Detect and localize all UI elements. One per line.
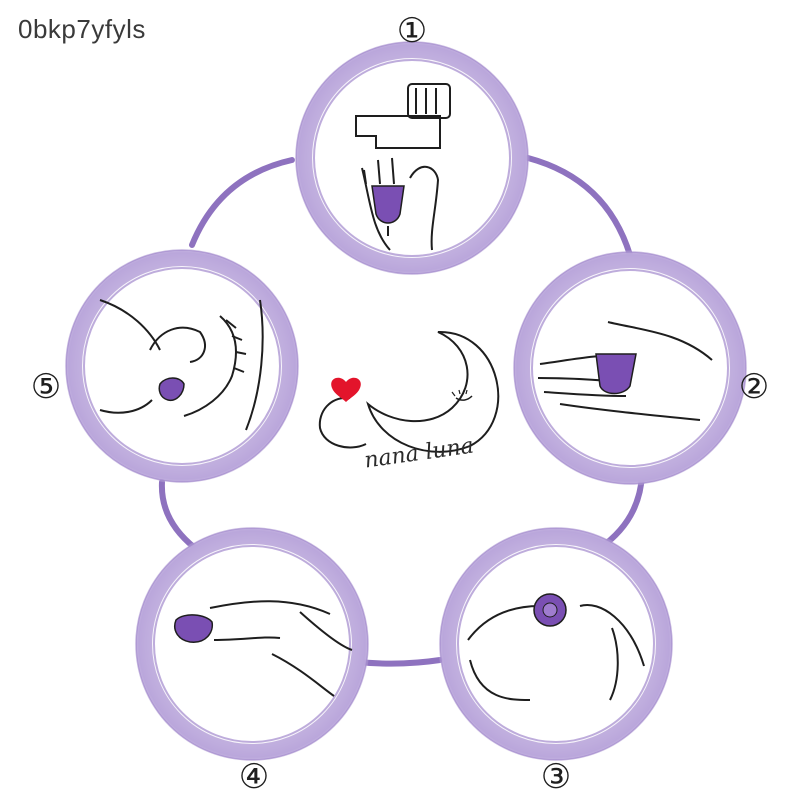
faucet-wash-cup-icon [355, 83, 451, 251]
step-5-circle [64, 248, 300, 484]
connector-1-2 [525, 155, 635, 265]
step-number-3: ③ [541, 757, 571, 797]
insertion-anatomy-icon [99, 299, 264, 431]
step-2-circle [512, 250, 748, 486]
cup-in-palm-icon [537, 321, 713, 421]
connector-5-1 [189, 157, 295, 248]
step-3-circle [438, 526, 674, 762]
folded-cup-fingers-icon [209, 600, 353, 697]
heart-icon [331, 377, 361, 402]
watermark-text: 0bkp7yfyls [18, 14, 146, 44]
cup-1 [371, 185, 405, 224]
step-number-4: ④ [239, 757, 269, 797]
connector-4-5 [158, 479, 198, 551]
moon-heart-logo [318, 330, 500, 453]
step-number-1: ① [397, 11, 427, 51]
cup-2 [595, 353, 637, 395]
step-4-circle [134, 526, 370, 762]
fold-cup-hands-icon [467, 604, 645, 701]
connector-3-4 [355, 657, 443, 667]
step-1-circle [294, 40, 530, 276]
step-number-2: ② [739, 367, 769, 407]
brand-name: nana luna [363, 434, 475, 474]
cup-5 [158, 377, 185, 402]
step-number-5: ⑤ [31, 367, 61, 407]
cup-4 [174, 614, 214, 643]
